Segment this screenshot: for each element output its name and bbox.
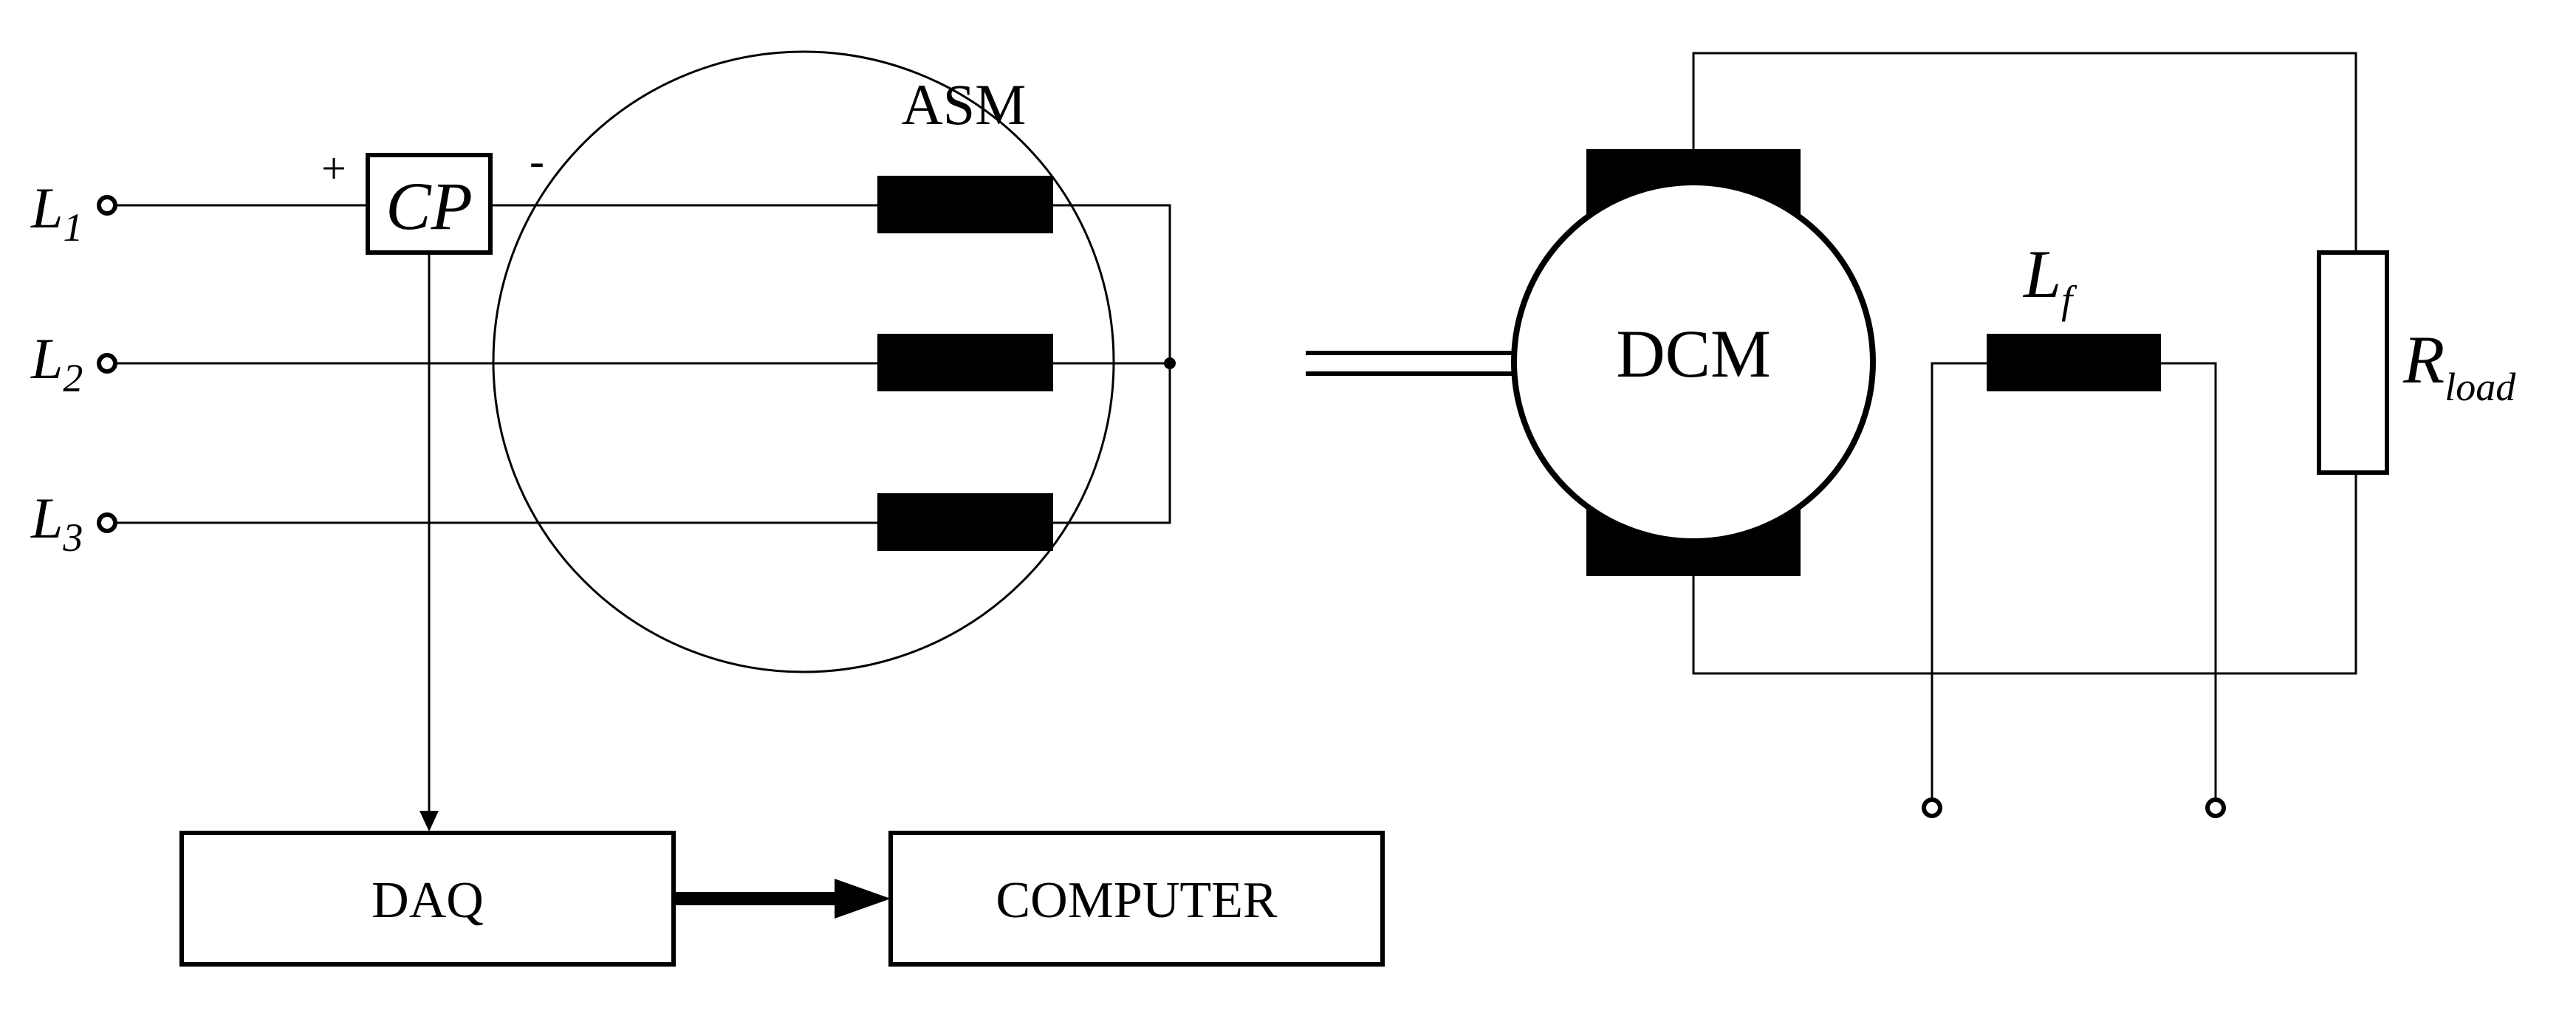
shaft	[1306, 351, 1513, 376]
line-l1: L1	[30, 176, 877, 250]
computer-block: COMPUTER	[888, 831, 1385, 967]
daq-label: DAQ	[371, 872, 484, 929]
data-link-arrowhead	[835, 879, 891, 919]
line-l3-label: L3	[30, 486, 83, 560]
line-l1-label: L1	[30, 176, 83, 250]
line-l3: L3	[30, 486, 877, 560]
line-l3-terminal	[97, 512, 117, 533]
dcm-housing	[1511, 179, 1876, 544]
asm-winding-2	[877, 334, 1053, 391]
daq-block: DAQ	[179, 831, 676, 967]
field-winding-coil	[1987, 334, 2161, 391]
load-resistor-body	[2317, 250, 2389, 475]
asm-winding-3	[877, 493, 1053, 551]
asm-housing	[492, 50, 1115, 673]
dc-machine: DCM	[1511, 149, 1876, 576]
field-terminal-right	[2205, 797, 2226, 818]
field-wire-right	[2161, 362, 2217, 800]
field-winding-label: Lf	[2022, 236, 2077, 322]
probe-signal-arrowhead	[419, 811, 439, 831]
load-resistor-label: Rload	[2402, 322, 2516, 409]
line-l2: L2	[30, 326, 877, 400]
field-winding: Lf	[1922, 236, 2226, 818]
computer-label: COMPUTER	[996, 872, 1277, 929]
armature-wire-top	[1692, 52, 2357, 253]
asm-machine: ASM	[492, 50, 1176, 673]
current-probe-box	[366, 153, 493, 255]
current-probe-minus: -	[530, 137, 544, 185]
asm-label: ASM	[901, 72, 1026, 137]
field-terminal-left	[1922, 797, 1942, 818]
computer-box	[888, 831, 1385, 967]
daq-box	[179, 831, 676, 967]
line-l1-terminal	[97, 195, 117, 216]
line-l2-terminal	[97, 353, 117, 374]
current-probe-label: CP	[386, 168, 473, 244]
dcm-label: DCM	[1616, 316, 1771, 391]
current-probe-plus: +	[321, 144, 346, 193]
asm-star-point	[1164, 357, 1176, 369]
field-wire-left	[1931, 362, 1987, 800]
armature-wire-bottom	[1692, 473, 2357, 675]
current-probe: CP + -	[321, 137, 544, 255]
asm-winding-1	[877, 176, 1053, 233]
load-resistor: Rload	[2317, 250, 2516, 475]
line-l2-label: L2	[30, 326, 83, 400]
